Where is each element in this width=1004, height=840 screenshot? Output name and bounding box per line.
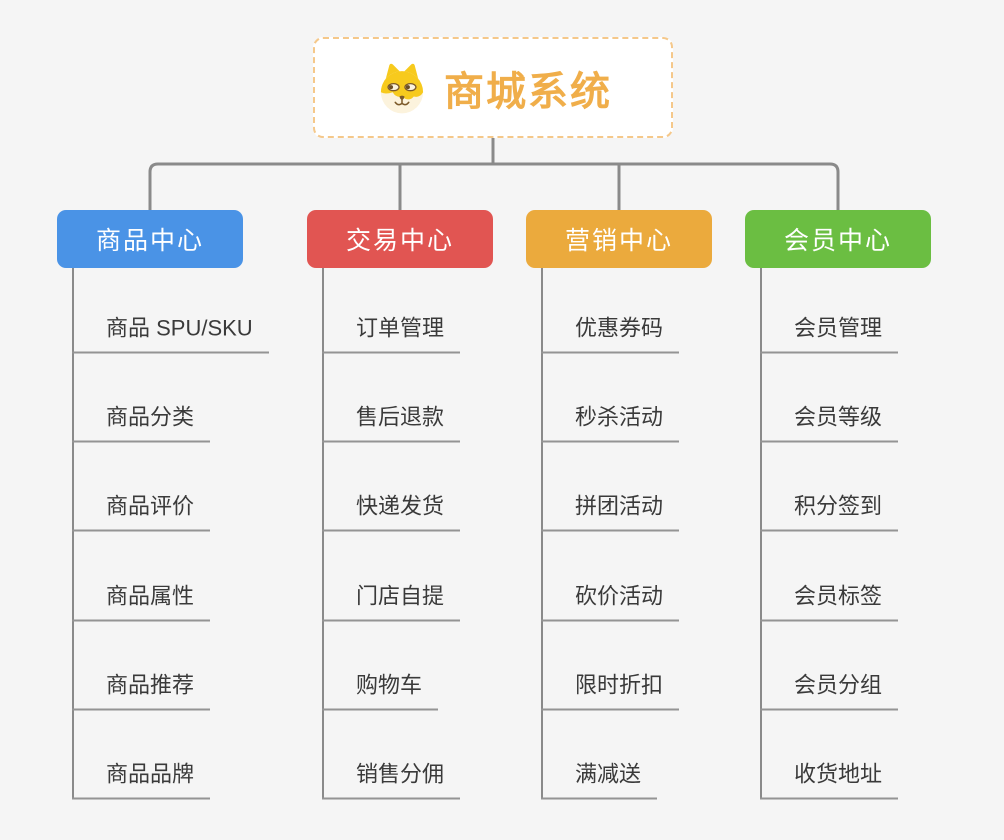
branch-node-label: 会员中心 [783,227,892,255]
child-node[interactable]: 销售分佣 [322,761,461,799]
child-node[interactable]: 积分签到 [760,493,899,531]
child-node[interactable]: 会员分组 [760,672,899,710]
child-node[interactable]: 收货地址 [760,761,899,799]
child-node[interactable]: 秒杀活动 [541,404,680,442]
child-node[interactable]: 商品属性 [72,583,211,621]
child-node[interactable]: 会员等级 [760,404,899,442]
branch-node-label: 交易中心 [345,227,454,255]
child-node[interactable]: 会员管理 [760,315,899,353]
child-node[interactable]: 满减送 [541,761,658,799]
branch-node-label: 营销中心 [564,227,673,255]
branch-node-2[interactable]: 交易中心 [307,210,493,268]
child-node[interactable]: 购物车 [322,672,439,710]
child-node[interactable]: 售后退款 [322,404,461,442]
child-node[interactable]: 商品推荐 [72,672,211,710]
doge-icon [380,63,424,113]
child-node[interactable]: 砍价活动 [541,583,680,621]
child-node[interactable]: 商品 SPU/SKU [72,315,269,353]
child-node[interactable]: 限时折扣 [541,672,680,710]
child-node[interactable]: 商品分类 [72,404,211,442]
branch-node-4[interactable]: 会员中心 [745,210,931,268]
branch-node-3[interactable]: 营销中心 [526,210,712,268]
root-node-mall-system[interactable]: 商城系统 [313,37,673,138]
child-node[interactable]: 商品品牌 [72,761,211,799]
child-node[interactable]: 门店自提 [322,583,461,621]
child-node[interactable]: 快递发货 [322,493,461,531]
root-node-label: 商城系统 [444,69,612,114]
branch-node-1[interactable]: 商品中心 [57,210,243,268]
child-node[interactable]: 优惠券码 [541,315,680,353]
child-node[interactable]: 商品评价 [72,493,211,531]
child-node[interactable]: 拼团活动 [541,493,680,531]
child-node[interactable]: 订单管理 [322,315,461,353]
child-node[interactable]: 会员标签 [760,583,899,621]
branch-node-label: 商品中心 [95,227,204,255]
trunk-connector-line [148,162,840,210]
